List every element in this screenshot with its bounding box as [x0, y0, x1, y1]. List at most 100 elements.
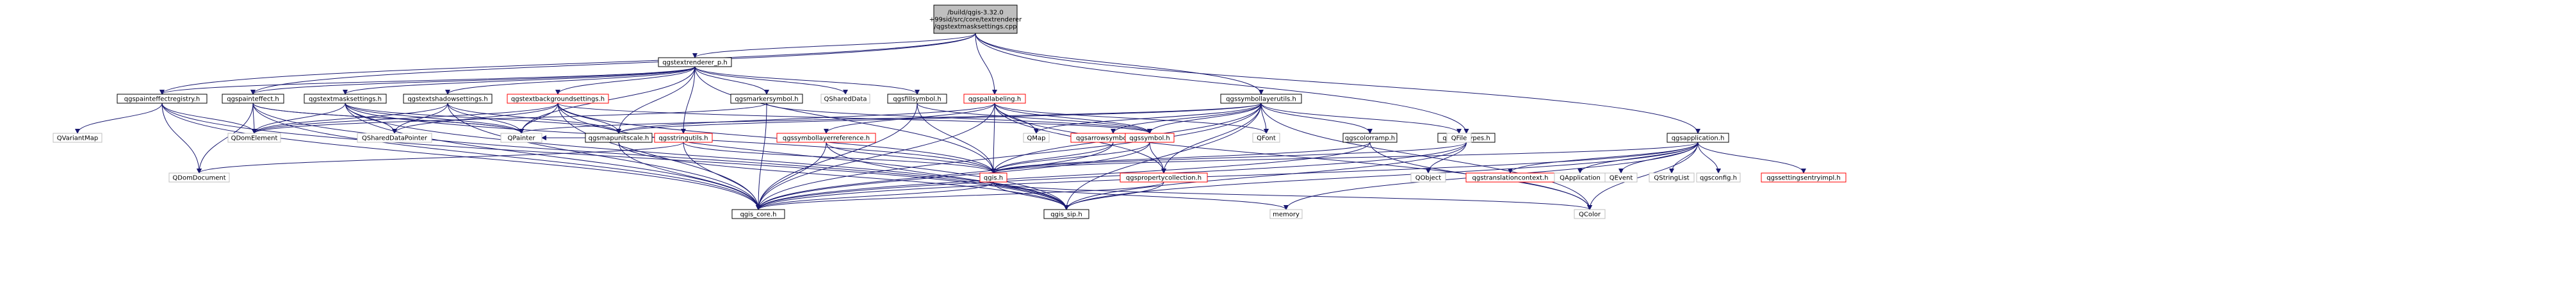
edge-qgsstringutils-to-qgis_core: [683, 142, 761, 210]
edge-qgsarrowsymbollayer-to-qgis: [991, 142, 1114, 174]
edge-qgsunittypes-to-qgis_sip: [1064, 142, 1467, 210]
node-qgspropertycollection[interactable]: qgspropertycollection.h: [1120, 172, 1208, 183]
node-qgstextbackgroundsettings[interactable]: qgstextbackgroundsettings.h: [507, 94, 609, 104]
edge-root-to-qgspallabeling: [975, 33, 997, 95]
node-label-QObject: QObject: [1415, 175, 1442, 182]
node-label-QStringList: QStringList: [1654, 175, 1689, 182]
edge-qgstextrenderer_p-to-qgstextbackgroundsettings: [555, 66, 696, 95]
node-QPainter: QPainter: [500, 133, 542, 143]
node-label-QApplication: QApplication: [1560, 175, 1601, 182]
edge-root-to-qgssymbollayerutils: [975, 33, 1264, 95]
edge-root-to-qgspainteffectregistry: [159, 33, 976, 95]
node-box-qgstextrenderer_p: [658, 57, 732, 67]
node-QMap: QMap: [1023, 133, 1050, 143]
node-box-qgsapplication: [1667, 133, 1729, 143]
node-box-qgssymbollayerutils: [1220, 94, 1302, 104]
node-label-qgspainteffect: qgspainteffect.h: [227, 96, 279, 103]
edge-root-to-qgspainteffect: [250, 33, 976, 95]
node-qgis_sip[interactable]: qgis_sip.h: [1043, 209, 1089, 219]
node-label-qgspallabeling: qgspallabeling.h: [968, 96, 1021, 103]
node-label-QDomElement: QDomElement: [231, 135, 278, 142]
edge-qgspropertycollection-to-qgis_core: [756, 181, 1164, 210]
edge-qgstextmasksettings-to-qgis_sip: [345, 103, 1069, 210]
node-label-qgscolorramp: qgscolorramp.h: [1345, 135, 1395, 142]
node-qgscolorramp[interactable]: qgscolorramp.h: [1342, 133, 1398, 143]
edge-qgstextbackgroundsettings-to-QSharedDataPointer: [392, 103, 558, 134]
edge-qgsstringutils-to-qgis: [683, 142, 996, 174]
node-box-qgsmarkersymbol: [730, 94, 803, 104]
edge-qgsapplication-to-qgstranslationcontext: [1508, 142, 1699, 174]
edge-qgspainteffectregistry-to-QDomElement: [161, 103, 257, 134]
node-box-qgis: [979, 172, 1007, 183]
node-qgspallabeling[interactable]: qgspallabeling.h: [963, 94, 1026, 104]
edge-qgspallabeling-to-QFont: [994, 103, 1269, 134]
node-QSharedData: QSharedData: [820, 94, 870, 104]
node-qgstextshadowsettings[interactable]: qgstextshadowsettings.h: [403, 94, 493, 104]
edge-qgstextrenderer_p-to-qgsfillsymbol: [694, 66, 920, 95]
node-qgsstringutils[interactable]: qgsstringutils.h: [654, 133, 713, 143]
edge-qgssymbollayerutils-to-QMap: [1034, 103, 1262, 134]
node-label-QSharedData: QSharedData: [824, 96, 867, 103]
node-label-qgstextmasksettings: qgstextmasksettings.h: [309, 96, 382, 103]
edge-qgstextshadowsettings-to-qgsmapunitscale: [447, 103, 621, 134]
edge-qgsmarkersymbol-to-QDomElement: [252, 103, 767, 134]
edge-qgstextrenderer_p-to-qgis: [694, 66, 996, 174]
node-qgspainteffectregistry[interactable]: qgspainteffectregistry.h: [117, 94, 208, 104]
edge-qgssymbollayerutils-to-qgssymbol: [1147, 103, 1262, 134]
edge-qgsstringutils-to-QDomDocument: [197, 142, 684, 174]
node-box-qgsfillsymbol: [887, 94, 947, 104]
node-qgspainteffect[interactable]: qgspainteffect.h: [222, 94, 284, 104]
edge-qgsapplication-to-QColor: [1587, 142, 1699, 210]
edge-qgsapplication-to-qgis_sip: [1064, 142, 1699, 210]
node-QStringList: QStringList: [1649, 172, 1695, 183]
node-label-memory: memory: [1273, 212, 1300, 219]
node-qgis[interactable]: qgis.h: [979, 172, 1007, 183]
node-qgsmapunitscale[interactable]: qgsmapunitscale.h: [585, 133, 653, 143]
node-label-root: /build/qgis-3.32.0: [947, 10, 1003, 17]
node-box-QDomDocument: [168, 172, 230, 183]
node-qgssymbol[interactable]: qgssymbol.h: [1125, 133, 1175, 143]
edge-qgspainteffectregistry-to-qgis_core: [161, 103, 761, 210]
node-qgsmarkersymbol[interactable]: qgsmarkersymbol.h: [730, 94, 803, 104]
edge-qgspallabeling-to-qgsmapunitscale: [616, 103, 995, 134]
node-qgis_core[interactable]: qgis_core.h: [731, 209, 785, 219]
edge-qgsapplication-to-qgis: [991, 142, 1699, 174]
node-qgssymbollayerreference[interactable]: qgssymbollayerreference.h: [776, 133, 876, 143]
node-label-root: +99sid/src/core/textrenderer: [929, 17, 1022, 24]
node-qgstextrenderer_p[interactable]: qgstextrenderer_p.h: [658, 57, 732, 67]
edge-qgsunittypes-to-QObject: [1426, 142, 1467, 174]
node-qgstranslationcontext[interactable]: qgstranslationcontext.h: [1465, 172, 1555, 183]
edge-qgstextrenderer_p-to-qgsmapunitscale: [616, 66, 696, 134]
edge-qgsapplication-to-QEvent: [1618, 142, 1699, 174]
node-label-QSharedDataPointer: QSharedDataPointer: [362, 135, 428, 142]
edge-qgspainteffectregistry-to-qgis_sip: [161, 103, 1069, 210]
node-qgssymbollayerutils[interactable]: qgssymbollayerutils.h: [1220, 94, 1302, 104]
node-box-qgstextbackgroundsettings: [507, 94, 609, 104]
node-qgsapplication[interactable]: qgsapplication.h: [1667, 133, 1729, 143]
node-QVariantMap: QVariantMap: [53, 133, 102, 143]
edge-qgscolorramp-to-qgis_core: [756, 142, 1371, 210]
node-qgstextmasksettings[interactable]: qgstextmasksettings.h: [304, 94, 387, 104]
node-box-QObject: [1410, 172, 1446, 183]
node-root[interactable]: /build/qgis-3.32.0+99sid/src/core/textre…: [929, 4, 1022, 34]
edge-qgspallabeling-to-qgis: [991, 103, 997, 174]
node-box-qgsstringutils: [654, 133, 713, 143]
node-QSharedDataPointer: QSharedDataPointer: [357, 133, 432, 143]
node-label-QMap: QMap: [1027, 135, 1046, 142]
node-qgsfillsymbol[interactable]: qgsfillsymbol.h: [887, 94, 947, 104]
node-label-qgis_core: qgis_core.h: [740, 212, 777, 219]
node-label-qgspainteffectregistry: qgspainteffectregistry.h: [124, 96, 200, 103]
edge-qgstextrenderer_p-to-qgstextshadowsettings: [445, 66, 696, 95]
node-label-qgssymbollayerreference: qgssymbollayerreference.h: [783, 135, 870, 142]
node-box-QFile: [1446, 133, 1472, 143]
node-label-QFile: QFile: [1451, 135, 1467, 142]
edge-qgssymbollayerreference-to-qgis_sip: [826, 142, 1069, 210]
edge-qgscolorramp-to-qgis: [991, 142, 1371, 174]
node-label-qgsapplication: qgsapplication.h: [1672, 135, 1725, 142]
edge-qgssymbollayerutils-to-QPainter: [519, 103, 1262, 134]
edge-qgstextmasksettings-to-QPainter: [345, 103, 524, 134]
node-qgssettingsentryimpl[interactable]: qgssettingsentryimpl.h: [1761, 172, 1846, 183]
node-memory: memory: [1269, 209, 1303, 219]
node-box-qgssymbol: [1125, 133, 1175, 143]
edge-qgspainteffectregistry-to-QDomDocument: [161, 103, 202, 174]
